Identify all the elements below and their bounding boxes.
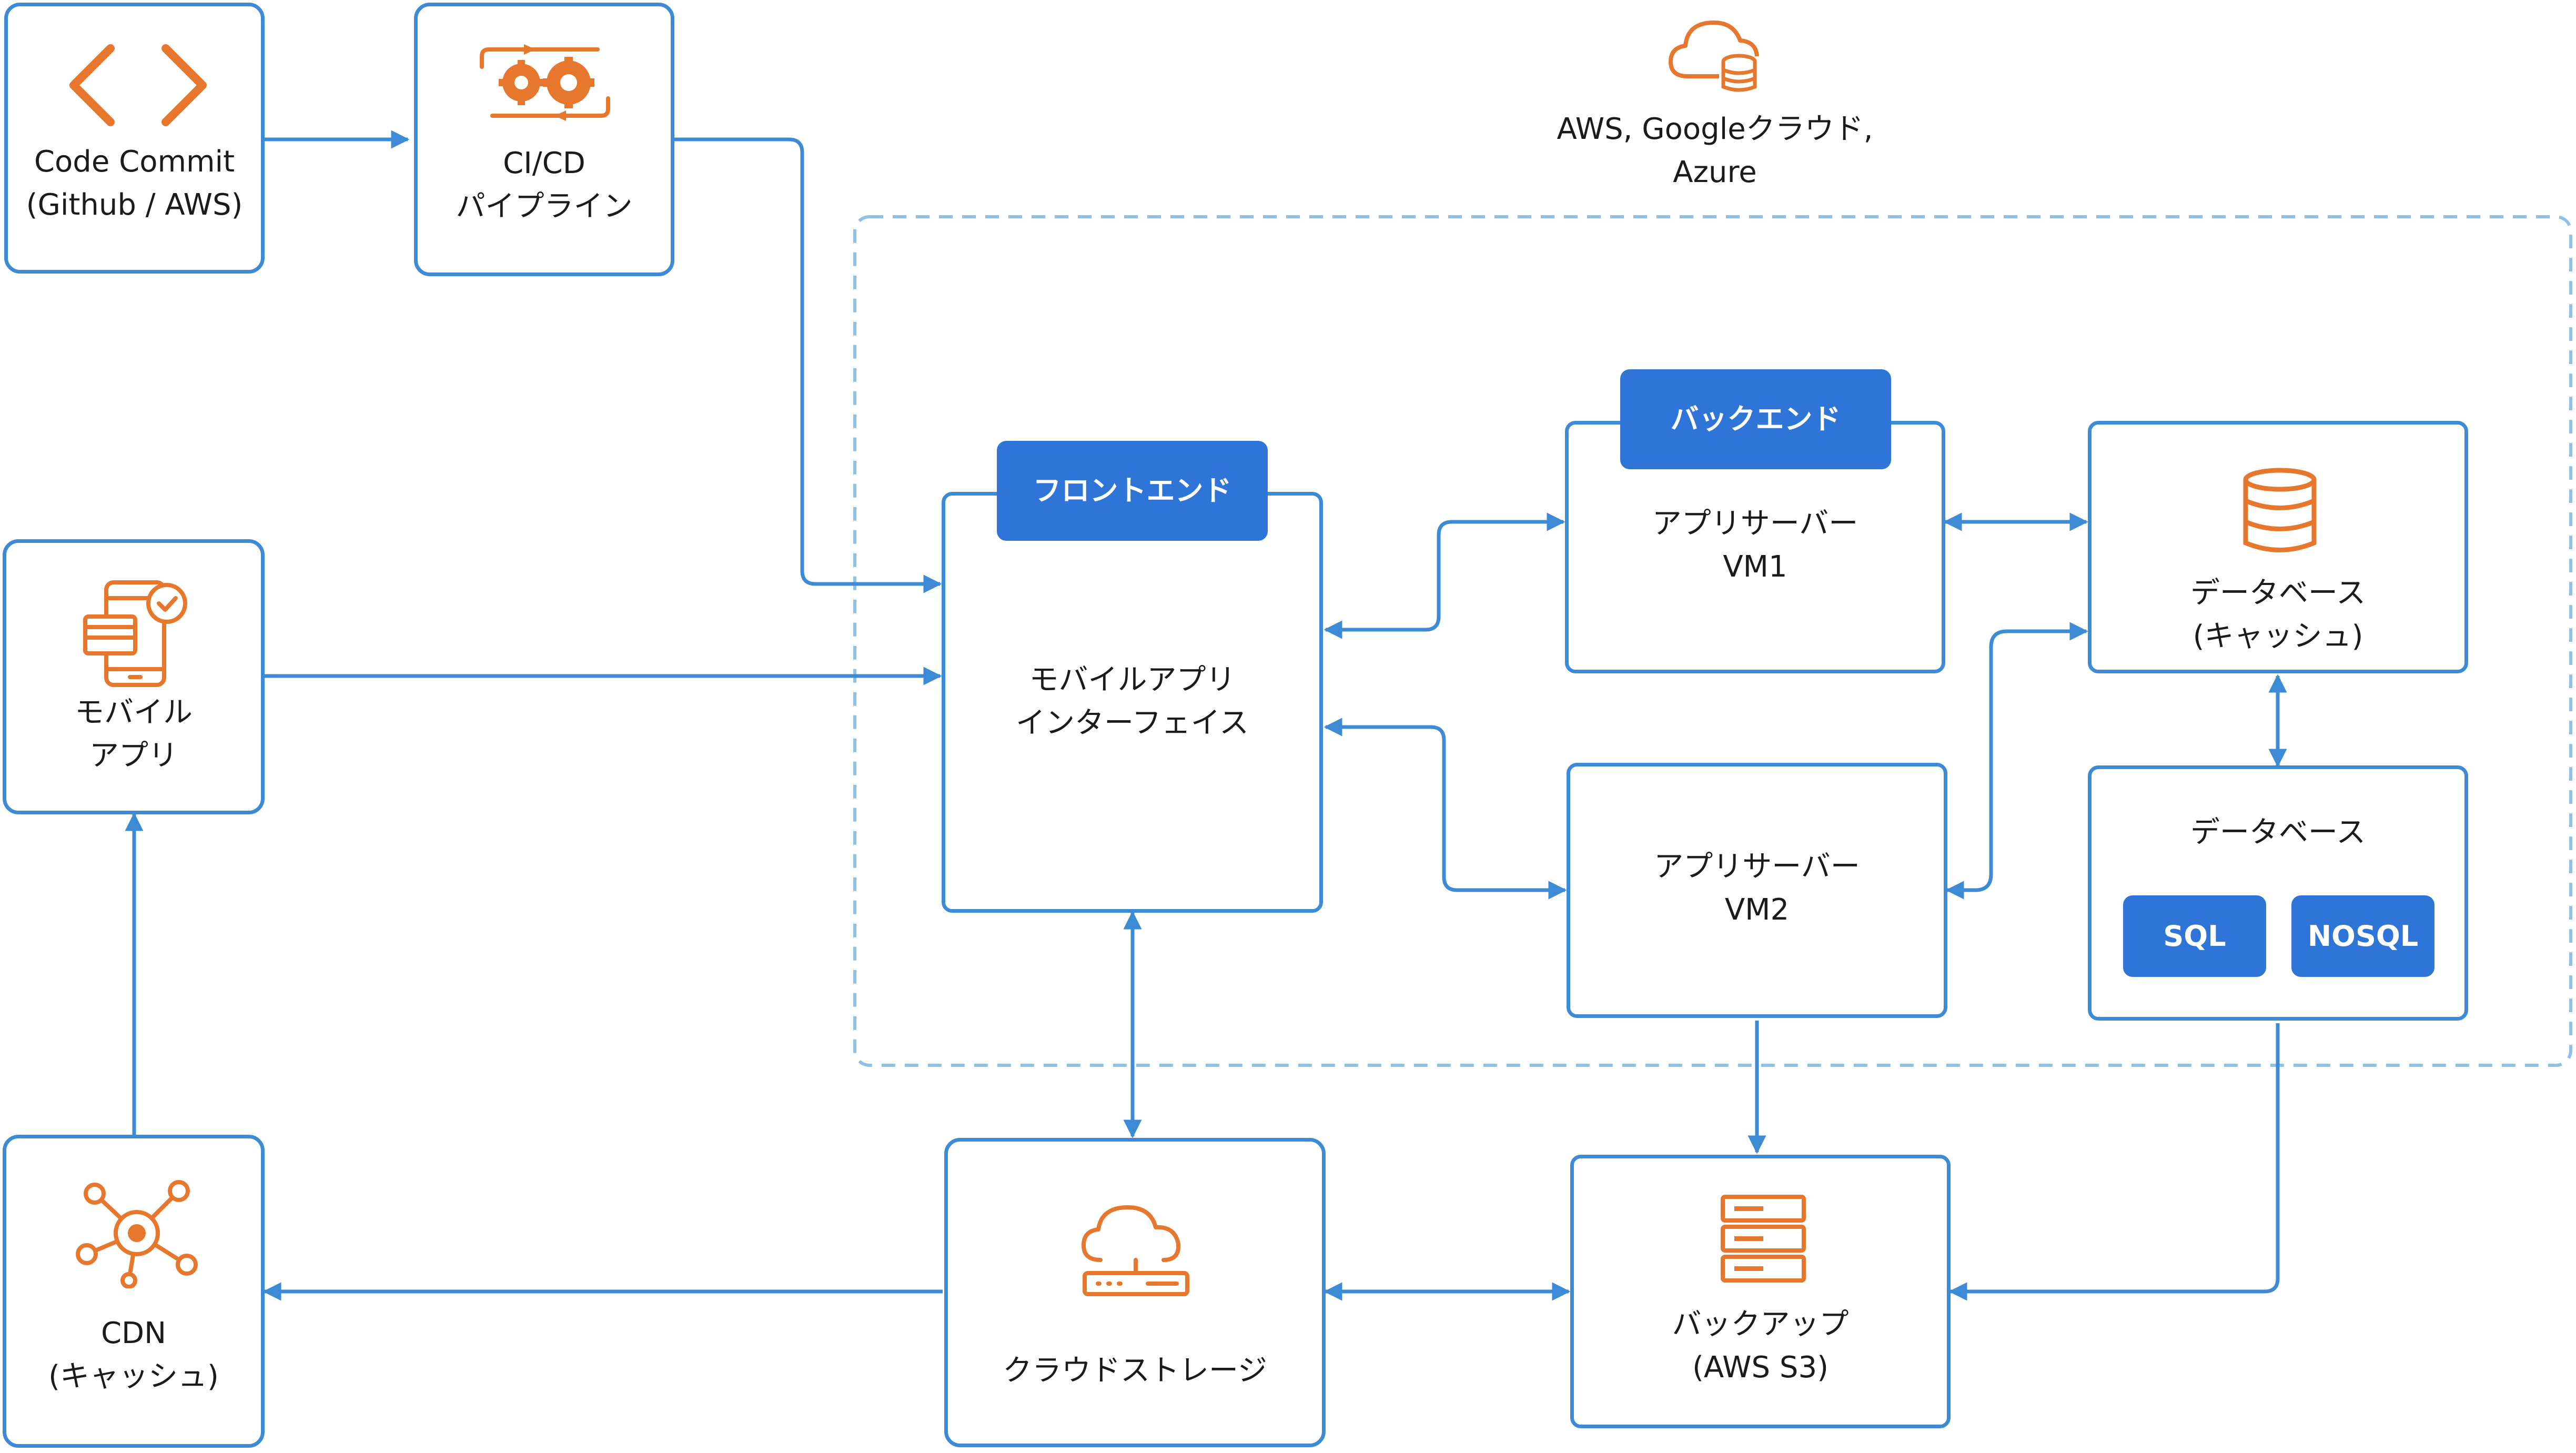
server-stack-icon <box>1721 1195 1806 1283</box>
cdn-label: CDN(キャッシュ) <box>48 1316 219 1394</box>
backend-tag: バックエンド <box>1620 369 1891 469</box>
cloud-provider-label: AWS, Googleクラウド, Azure <box>1557 112 1873 189</box>
cdn-node[interactable]: CDN(キャッシュ) <box>3 1135 265 1448</box>
gears-icon <box>480 44 610 121</box>
sql-badge[interactable]: SQL <box>2123 895 2266 977</box>
mobile-app-icon <box>83 580 187 687</box>
frontend-label: モバイルアプリインターフェイス <box>1016 663 1249 740</box>
cloud-storage-label: クラウドストレージ <box>1003 1354 1267 1388</box>
network-hub-icon <box>76 1180 198 1288</box>
code-brackets-icon <box>69 44 207 126</box>
code-commit-label: Code Commit(Github / AWS) <box>26 145 243 222</box>
cloud-server-icon <box>1082 1205 1189 1296</box>
frontend-node[interactable]: モバイルアプリインターフェイス <box>942 492 1323 913</box>
database-cache-label: データベース(キャッシュ) <box>2190 576 2366 653</box>
arrow-vm2-dbcache <box>1945 622 2088 900</box>
nosql-badge[interactable]: NOSQL <box>2291 895 2434 977</box>
database-cache-node[interactable]: データベース(キャッシュ) <box>2088 421 2468 673</box>
database-node[interactable]: データベース SQL NOSQL <box>2088 765 2468 1021</box>
database-title: データベース <box>2190 815 2366 850</box>
arrow-database-backup <box>1948 1023 2280 1301</box>
database-icon <box>2243 468 2317 552</box>
backup-node[interactable]: バックアップ(AWS S3) <box>1570 1155 1951 1428</box>
mobile-app-node[interactable]: モバイルアプリ <box>3 539 265 814</box>
frontend-tag: フロントエンド <box>997 441 1268 541</box>
arrow-frontend-vm1 <box>1324 512 1565 639</box>
arrow-frontend-vm2 <box>1324 718 1567 900</box>
cloud-storage-node[interactable]: クラウドストレージ <box>944 1138 1326 1447</box>
cloud-database-icon <box>1669 21 1759 92</box>
cloud-region <box>853 215 2572 1067</box>
code-commit-node[interactable]: Code Commit(Github / AWS) <box>4 3 265 274</box>
arrow-cicd-to-frontend <box>674 137 942 593</box>
mobile-app-label: モバイルアプリ <box>75 695 193 773</box>
backup-label: バックアップ(AWS S3) <box>1672 1307 1849 1385</box>
